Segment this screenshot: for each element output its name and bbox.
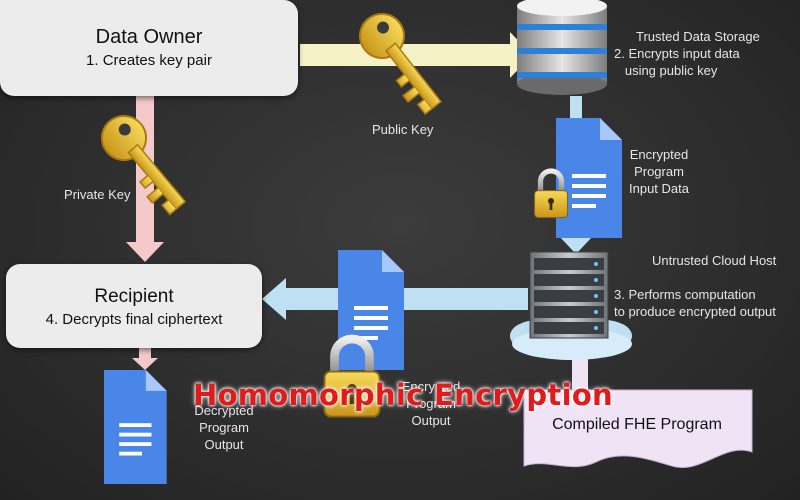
cloud-server-icon: [510, 251, 632, 360]
storage-step: 2. Encrypts input data using public key: [614, 46, 740, 78]
recipient-box: Recipient 4. Decrypts final ciphertext: [6, 264, 262, 348]
encrypted-input-label: Encrypted Program Input Data: [629, 147, 689, 196]
data-owner-box: Data Owner 1. Creates key pair: [0, 0, 298, 96]
cloud-title: Untrusted Cloud Host: [652, 253, 777, 268]
fhe-program-box: [523, 389, 753, 469]
encrypted-input-document-icon: [556, 118, 622, 238]
public-key-arrow: [300, 32, 532, 78]
data-owner-title: Data Owner: [95, 26, 203, 48]
private-key-label: Private Key: [64, 187, 131, 202]
overlay-title: Homomorphic Encryption: [193, 378, 613, 412]
storage-to-input-arrow: [570, 96, 582, 120]
recipient-step: 4. Decrypts final ciphertext: [45, 311, 223, 328]
decrypted-output-document-icon: [104, 370, 167, 484]
fhe-program-label: Compiled FHE Program: [552, 416, 722, 433]
storage-title: Trusted Data Storage: [636, 29, 760, 44]
data-owner-step: 1. Creates key pair: [86, 52, 212, 69]
recipient-title: Recipient: [94, 286, 174, 307]
recipient-to-output-arrow: [132, 348, 158, 370]
public-key-label: Public Key: [372, 122, 434, 137]
encrypted-output-label: Encrypted Program Output: [401, 379, 461, 428]
decrypted-output-label: Decrypted Program Output: [194, 403, 254, 452]
input-padlock-icon: [535, 171, 568, 218]
database-icon: [517, 0, 607, 95]
cloud-step: 3. Performs computation to produce encry…: [614, 287, 776, 319]
